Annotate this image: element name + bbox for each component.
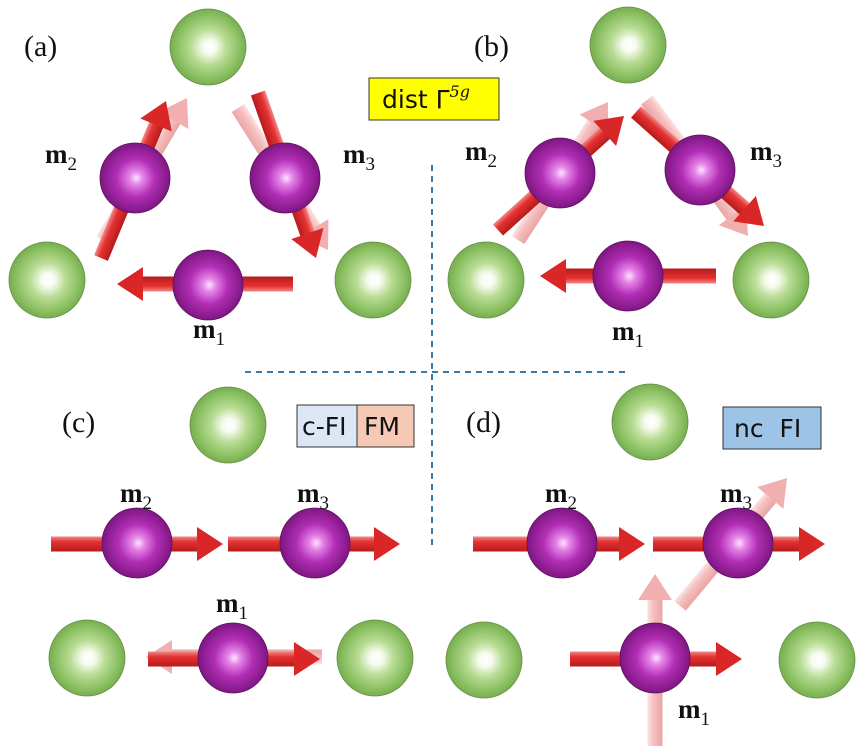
- magnetic-atom-d-m1: [619, 622, 691, 694]
- badge-fm-text: FM: [364, 412, 400, 441]
- moment-label-b-m3: m3: [750, 136, 782, 172]
- moment-label-a-m1: m1: [193, 314, 225, 350]
- green-atom-a-top: [169, 8, 247, 86]
- green-atom-b-top: [589, 6, 667, 84]
- badge-dist-gamma: dist Γ5g: [368, 77, 500, 121]
- panel-label-a: (a): [24, 30, 57, 63]
- green-atom-c-right: [336, 619, 414, 697]
- badge-dist-text: dist Γ: [382, 85, 450, 114]
- moment-label-c-m1: m1: [216, 588, 248, 624]
- moment-label-d-m3: m3: [720, 478, 752, 514]
- moment-label-c-m2: m2: [120, 478, 152, 514]
- badge-nc-fi-text: nc FI: [734, 414, 801, 443]
- moment-label-d-m1: m1: [678, 694, 710, 730]
- green-atom-d-right: [778, 621, 856, 699]
- magnetic-atom-c-m1: [197, 622, 269, 694]
- magnetic-atom-d-m3: [702, 507, 774, 579]
- magnetic-atom-a-m2: [99, 142, 171, 214]
- badge-dist-sup: 5g: [450, 82, 470, 101]
- badge-c-fi-text: c-FI: [302, 412, 347, 441]
- badge-c-fi-fm: c-FI FM: [296, 404, 415, 448]
- green-atom-a-right: [334, 241, 412, 319]
- moment-label-b-m1: m1: [612, 316, 644, 352]
- magnetic-atom-d-m2: [526, 507, 598, 579]
- green-atom-b-left: [447, 241, 525, 319]
- magnetic-atom-b-m3: [664, 134, 736, 206]
- moment-label-d-m2: m2: [545, 478, 577, 514]
- magnetic-atom-b-m1: [592, 240, 664, 312]
- svg-text:dist Γ5g: dist Γ5g: [382, 82, 470, 114]
- moment-label-b-m2: m2: [465, 136, 497, 172]
- badge-nc-fi: nc FI: [722, 406, 822, 450]
- green-atom-c-left: [48, 619, 126, 697]
- magnetic-atom-b-m2: [524, 137, 596, 209]
- magnetic-atom-a-m3: [249, 142, 321, 214]
- green-atom-c-top: [189, 386, 267, 464]
- green-atom-b-right: [732, 241, 810, 319]
- magnetic-atom-a-m1: [172, 249, 244, 321]
- moment-label-a-m2: m2: [45, 139, 77, 175]
- magnetic-atom-c-m3: [279, 507, 351, 579]
- moment-label-a-m3: m3: [343, 139, 375, 175]
- moment-label-c-m3: m3: [297, 478, 329, 514]
- green-atom-d-left: [445, 621, 523, 699]
- magnetic-atom-c-m2: [101, 507, 173, 579]
- green-atom-d-top: [611, 383, 689, 461]
- green-atom-a-left: [8, 241, 86, 319]
- panel-label-b: (b): [474, 30, 509, 63]
- panel-label-d: (d): [466, 406, 501, 439]
- panel-label-c: (c): [62, 406, 95, 439]
